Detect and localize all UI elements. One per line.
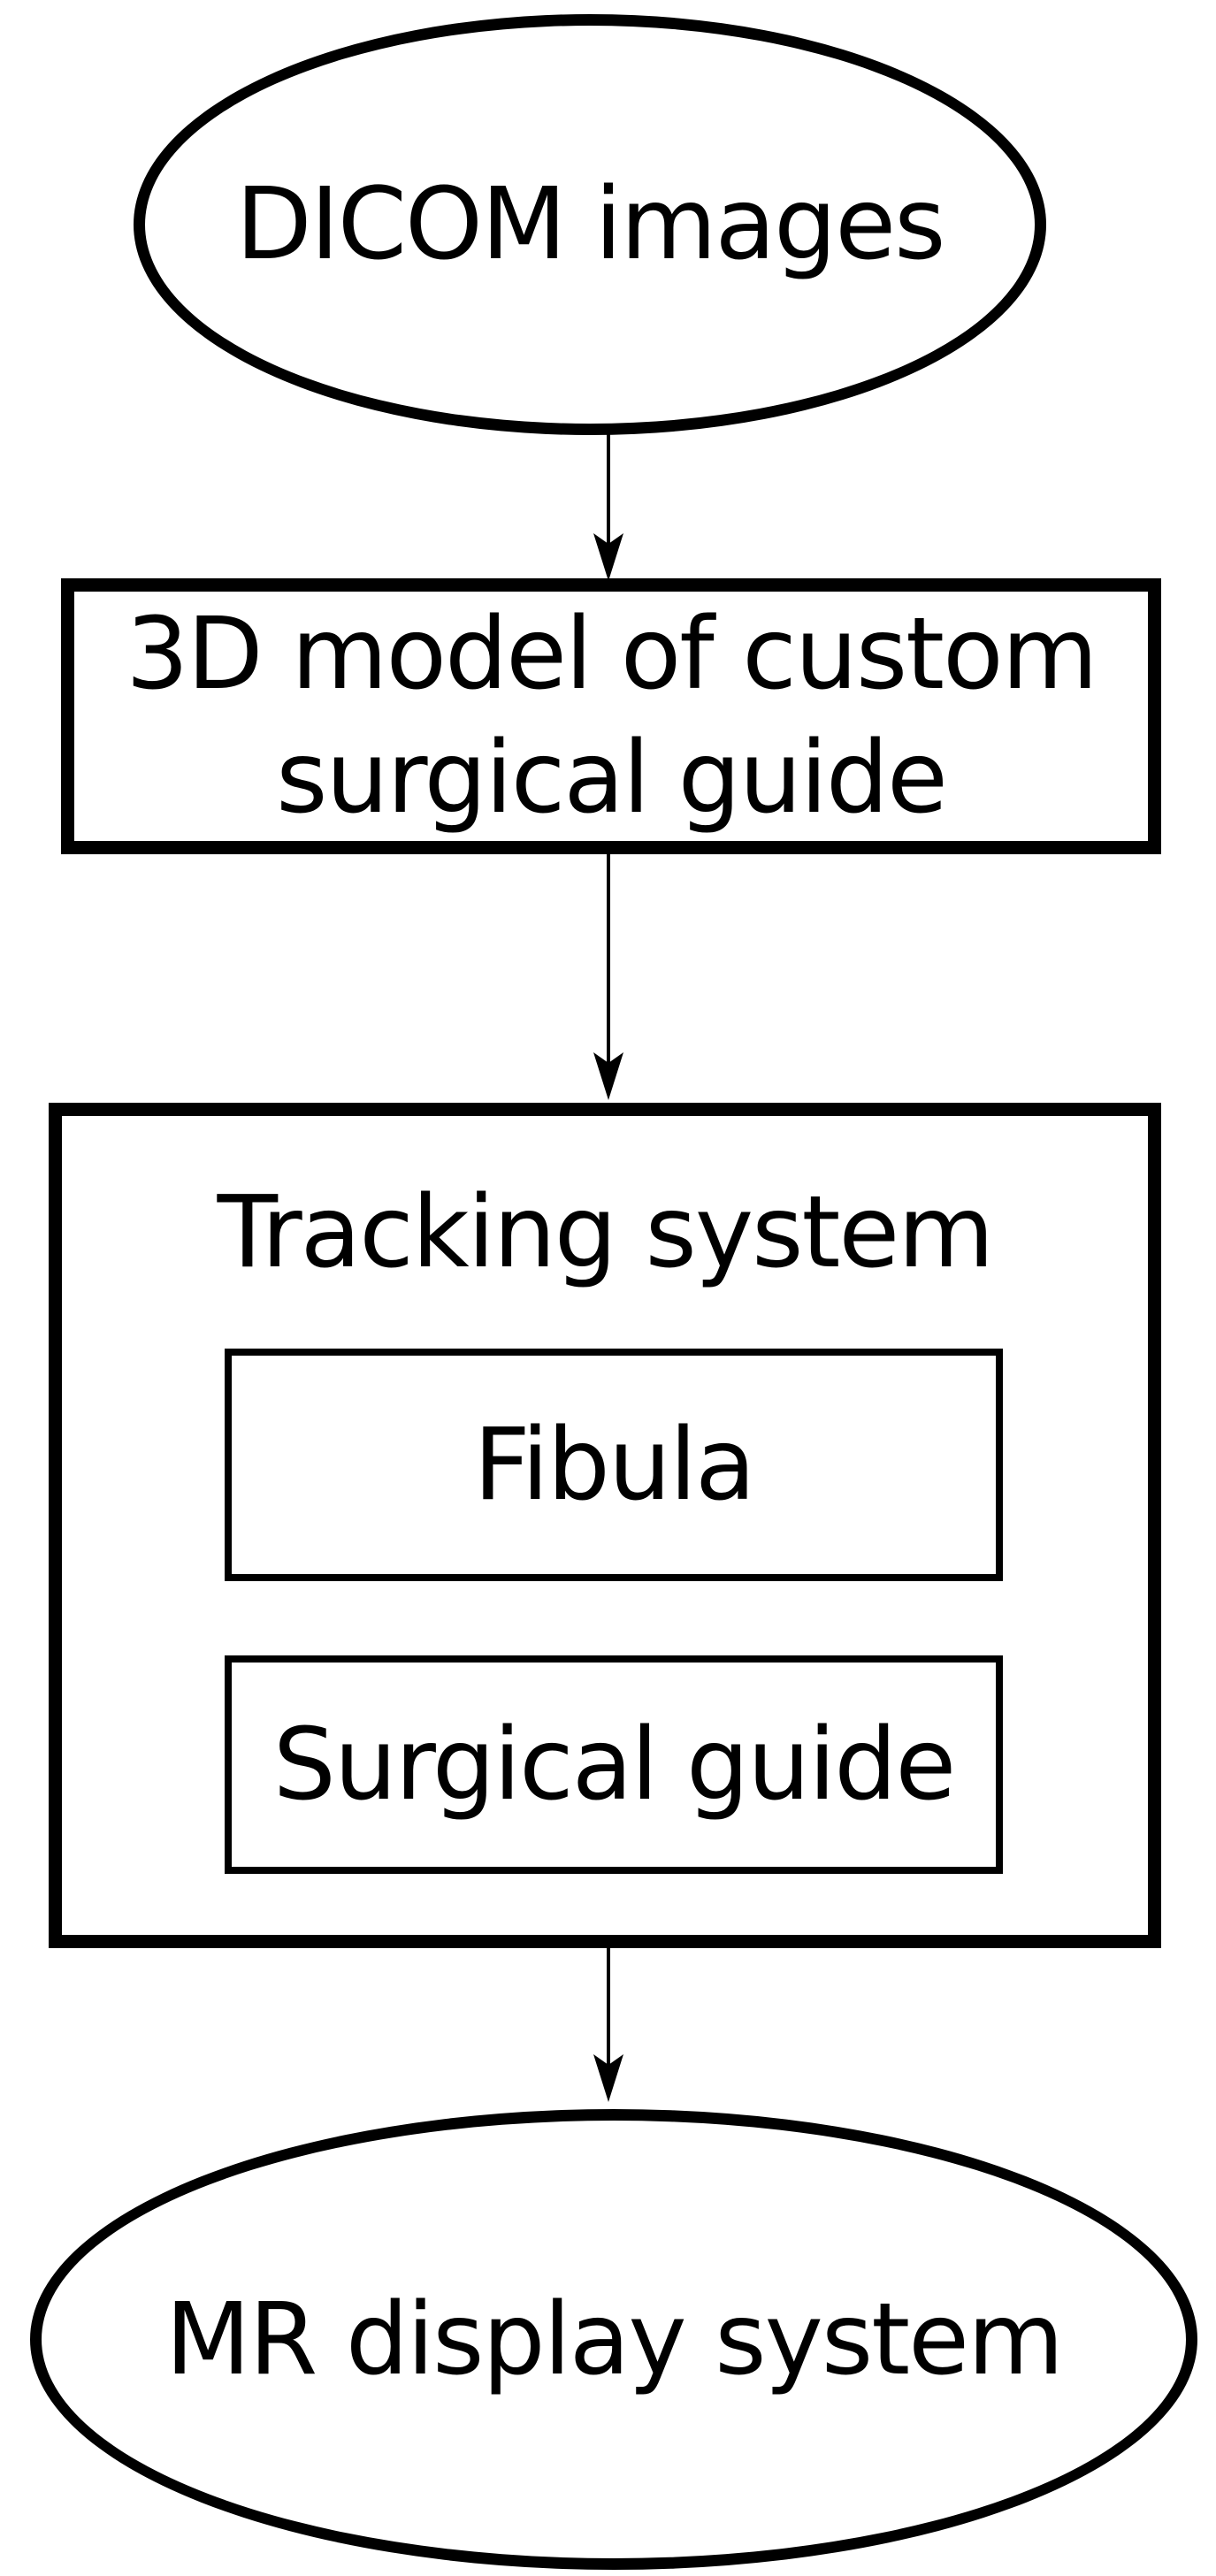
node-3d-model-label: 3D model of custom surgical guide bbox=[126, 597, 1097, 836]
node-surgical-guide: Surgical guide bbox=[225, 1655, 1003, 1874]
node-tracking-system: Tracking system Fibula Surgical guide bbox=[49, 1103, 1161, 1948]
arrow-dicom-to-model bbox=[593, 433, 623, 581]
node-3d-model-box: 3D model of custom surgical guide bbox=[61, 578, 1161, 854]
arrow-model-to-tracking bbox=[593, 852, 623, 1100]
node-dicom-images: DICOM images bbox=[134, 14, 1046, 435]
node-surgical-guide-label: Surgical guide bbox=[272, 1707, 956, 1823]
node-mr-display-system: MR display system bbox=[30, 2109, 1197, 2570]
node-tracking-system-label: Tracking system bbox=[217, 1175, 995, 1290]
node-fibula: Fibula bbox=[225, 1349, 1003, 1581]
arrow-tracking-to-mr bbox=[593, 1946, 623, 2102]
node-mr-display-system-label: MR display system bbox=[164, 2282, 1064, 2397]
node-dicom-images-label: DICOM images bbox=[235, 167, 945, 282]
node-fibula-label: Fibula bbox=[473, 1407, 755, 1523]
